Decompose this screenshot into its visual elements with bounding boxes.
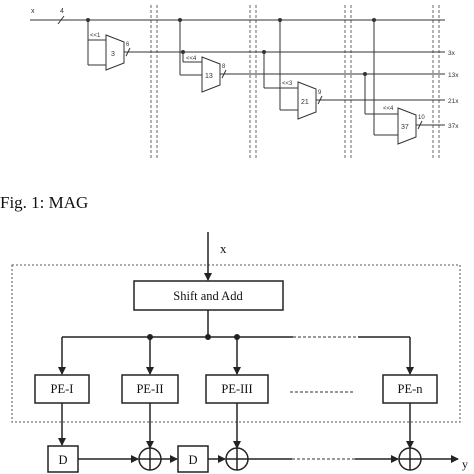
svg-text:9: 9 [318,90,322,96]
svg-text:8: 8 [222,64,226,70]
svg-text:PE-III: PE-III [221,382,252,396]
pipeline-registers [150,5,440,158]
array-enclosure [11,264,461,423]
mag-stage-4: <<4 37 10 37x [363,72,459,145]
adder-21 [297,81,317,120]
svg-text:D: D [188,453,197,467]
adder-circle-1 [138,447,162,471]
adder-3 [105,34,125,71]
array-output-label: y [462,457,468,471]
adder-37 [397,107,417,145]
mag-diagram: x 4 <<1 3 6 3x [30,5,459,158]
mag-input-label: x [31,8,35,15]
svg-text:13: 13 [205,73,213,80]
array-input-label: x [220,241,227,256]
pe-block-1 [34,374,90,404]
pe-block-n [382,374,438,404]
mag-stage-1: <<1 3 6 3x [88,33,456,71]
svg-text:PE-I: PE-I [51,382,74,396]
mag-output-3x: 3x [448,50,456,57]
array-diagram: x Shift and Add PE-I PE-II PE-III PE-n [11,232,468,473]
pe-block-3 [205,374,269,404]
svg-text:<<4: <<4 [383,106,394,112]
svg-text:<<1: <<1 [90,33,101,39]
svg-text:21: 21 [301,99,309,106]
svg-text:<<3: <<3 [282,81,293,87]
pe-block-2 [121,374,179,404]
mag-output-37x: 37x [448,123,459,130]
mag-input-width: 4 [60,8,64,15]
svg-text:37: 37 [401,124,409,131]
svg-text:D: D [58,453,67,467]
mag-output-21x: 21x [448,98,459,105]
svg-text:<<4: <<4 [186,56,197,62]
shift-add-label: Shift and Add [173,289,243,303]
figure-caption: Fig. 1: MAG [0,193,88,212]
adder-circle-n [398,447,422,471]
mag-output-13x: 13x [448,72,459,79]
adder-circle-2 [225,447,249,471]
svg-text:PE-n: PE-n [398,382,424,396]
mag-stage-2: <<4 13 8 13x [180,50,459,93]
adder-13 [201,56,221,93]
delay-block-1 [47,445,79,473]
svg-text:PE-II: PE-II [136,382,163,396]
shift-add-block [133,280,284,311]
delay-block-2 [177,445,209,473]
mag-stage-3: <<3 21 9 21x [262,50,459,120]
svg-text:10: 10 [418,115,425,121]
svg-text:3: 3 [111,51,115,58]
svg-text:6: 6 [126,42,130,48]
